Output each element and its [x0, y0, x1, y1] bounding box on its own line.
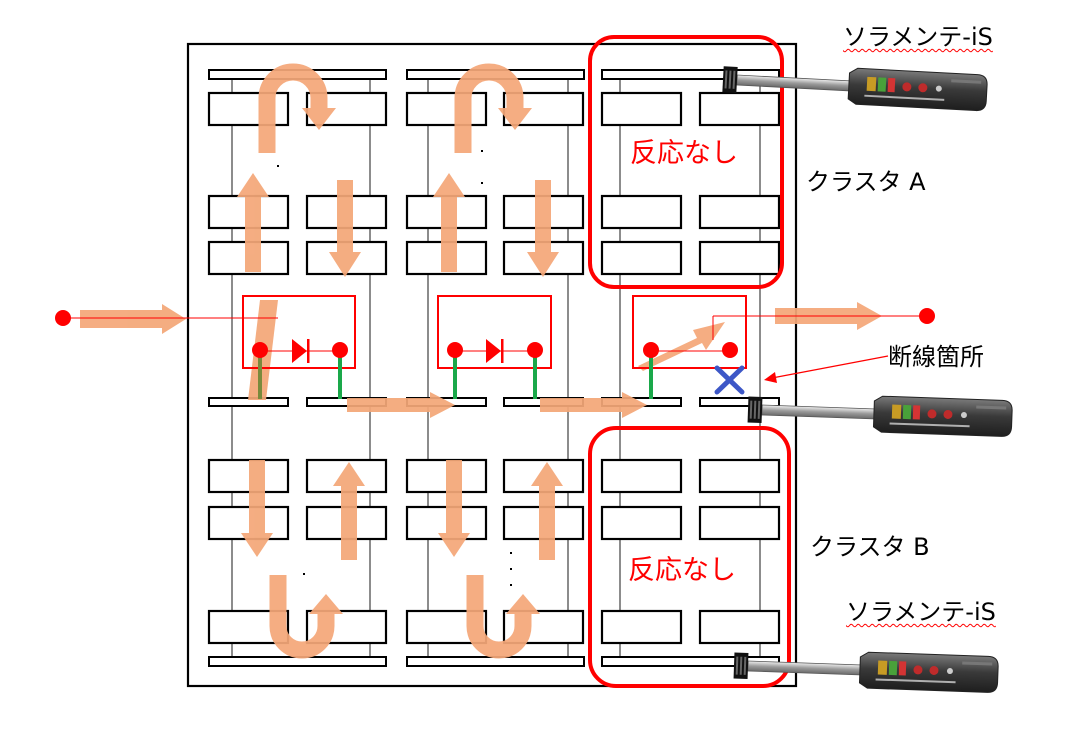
- terminal-dot-icon: [55, 308, 935, 358]
- junction-boxes: [242, 295, 747, 369]
- cluster-b-label: クラスタ B: [810, 533, 930, 561]
- break-point-label: 断線箇所: [888, 343, 984, 371]
- break-x-icon: [714, 365, 745, 395]
- no-response-label-a: 反応なし: [630, 138, 738, 169]
- break-pointer-arrow: [764, 355, 889, 383]
- cluster-a-highlight: [588, 35, 784, 289]
- u-turn-arrows: [258, 63, 532, 659]
- cluster-a-label: クラスタ A: [806, 168, 926, 196]
- flow-arrow-in: [80, 304, 186, 334]
- cluster-b-highlight: [588, 426, 791, 688]
- current-flow-arrows: [80, 173, 882, 560]
- diode-icon: [292, 339, 504, 363]
- tester-label-bottom: ソラメンテ-iS: [846, 598, 996, 626]
- solar-panel-outline: [186, 42, 798, 688]
- tester-label-top: ソラメンテ-iS: [843, 23, 993, 51]
- string-frame-lines: [231, 78, 761, 665]
- bypass-green-wires: [338, 352, 653, 399]
- no-response-label-b: 反応なし: [628, 555, 736, 586]
